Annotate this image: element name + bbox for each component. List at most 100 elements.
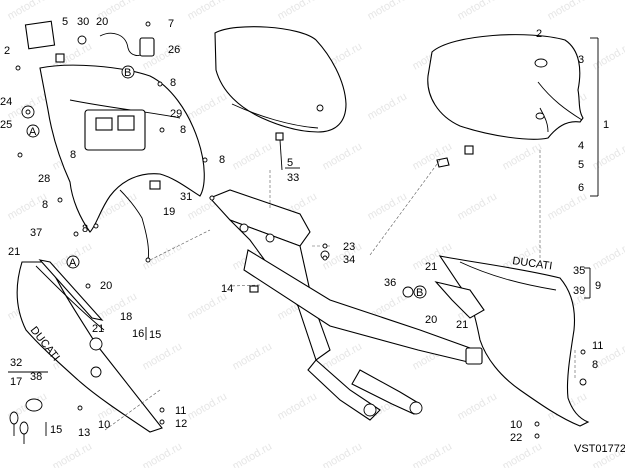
reference-code: VST01772 [574, 443, 625, 455]
callout-29: 29 [170, 108, 182, 120]
callout-1: 1 [603, 119, 609, 131]
tail-housing-assembly [21, 20, 205, 263]
callout-36: 36 [384, 277, 396, 289]
leader-lines [104, 150, 576, 431]
callout-numbers: 2 5 30 20 7 26 8 29 8 8 24 25 8 28 8 31 … [0, 16, 609, 444]
callout-25: 25 [0, 119, 12, 131]
callout-5c: 5 [578, 159, 584, 171]
watermark-text: motod.ru [321, 440, 365, 468]
marker-b-top: B [121, 65, 135, 79]
right-side-panel [434, 255, 590, 427]
watermark-text: motod.ru [456, 390, 500, 422]
callout-8f: 8 [82, 223, 88, 235]
watermark-text: motod.ru [366, 190, 410, 222]
watermark-text: motod.ru [411, 440, 455, 468]
callout-11a: 11 [175, 405, 186, 417]
callout-24: 24 [0, 96, 12, 108]
callout-21c: 21 [425, 261, 437, 273]
watermark-text: motod.ru [186, 90, 230, 122]
marker-a-bottom: A [66, 255, 80, 269]
callout-9: 9 [595, 280, 601, 292]
callout-6: 6 [578, 182, 584, 194]
watermark-text: motod.ru [231, 340, 275, 372]
watermark-text: motod.ru [321, 140, 365, 172]
watermark-text: motod.ru [141, 240, 185, 272]
callout-17: 17 [10, 376, 22, 388]
callout-19: 19 [163, 206, 175, 218]
callout-21b: 21 [92, 323, 104, 335]
callout-10a: 10 [98, 419, 110, 431]
callout-31: 31 [180, 191, 192, 203]
callout-18: 18 [120, 311, 132, 323]
watermark-text: motod.ru [186, 0, 230, 23]
watermark-text: motod.ru [591, 40, 625, 72]
callout-8b: 8 [180, 124, 186, 136]
callout-20b: 20 [100, 280, 112, 292]
marker-a-top-label: A [29, 126, 37, 138]
marker-b-right: B [413, 285, 427, 299]
ducati-decal-right: DUCATI [512, 255, 553, 272]
callout-10b: 10 [510, 419, 522, 431]
watermark-text: motod.ru [96, 290, 140, 322]
watermark-text: motod.ru [231, 440, 275, 468]
callout-8a: 8 [170, 77, 176, 89]
callout-20a: 20 [96, 16, 108, 28]
left-side-panel [16, 259, 163, 433]
rear-subframe [209, 189, 483, 421]
callout-33: 33 [287, 172, 299, 184]
fasteners [15, 21, 586, 439]
watermark-text: motod.ru [591, 140, 625, 172]
callout-7: 7 [168, 18, 174, 30]
callout-21d: 21 [456, 319, 468, 331]
passenger-seat-assembly [427, 34, 599, 197]
marker-a-top: A [26, 124, 40, 138]
watermark-text: motod.ru [141, 340, 185, 372]
watermark-text: motod.ru [456, 190, 500, 222]
lock-and-keys [9, 398, 43, 444]
watermark-text: motod.ru [591, 240, 625, 272]
callout-23: 23 [343, 241, 355, 253]
watermark-text: motod.ru [276, 0, 320, 23]
rider-seat [214, 26, 347, 171]
callout-brackets [8, 167, 591, 436]
watermark-text: motod.ru [456, 0, 500, 23]
watermark-text: motod.ru [51, 440, 95, 468]
callout-12: 12 [175, 418, 187, 430]
watermark-text: motod.ru [141, 440, 185, 468]
callout-8g: 8 [592, 359, 598, 371]
callout-30: 30 [77, 16, 89, 28]
watermark-text: motod.ru [6, 0, 50, 23]
callout-2a: 2 [4, 45, 10, 57]
callout-11b: 11 [592, 340, 603, 352]
watermark-text: motod.ru [276, 390, 320, 422]
callout-22: 22 [510, 432, 522, 444]
callout-20c: 20 [425, 314, 437, 326]
callout-5a: 5 [62, 16, 68, 28]
callout-35: 35 [573, 265, 585, 277]
callout-32: 32 [10, 357, 22, 369]
callout-16: 16 [132, 328, 144, 340]
callout-14: 14 [221, 283, 233, 295]
callout-8d: 8 [70, 149, 76, 161]
watermark-text: motod.ru [186, 390, 230, 422]
watermark-text: motod.ru [411, 140, 455, 172]
callout-4: 4 [578, 140, 584, 152]
marker-b-right-label: B [416, 287, 423, 299]
watermark-text: motod.ru [231, 140, 275, 172]
callout-13: 13 [78, 427, 90, 439]
callout-38: 38 [30, 371, 42, 383]
callout-8e: 8 [42, 199, 48, 211]
callout-21a: 21 [8, 246, 20, 258]
callout-15b: 15 [50, 424, 62, 436]
watermark-text: motod.ru [366, 0, 410, 23]
watermark-text: motod.ru [501, 440, 545, 468]
watermark-text: motod.ru [546, 0, 590, 23]
callout-34: 34 [343, 254, 355, 266]
marker-b-top-label: B [124, 67, 131, 79]
callout-2b: 2 [536, 28, 542, 40]
watermark-text: motod.ru [501, 140, 545, 172]
callout-3: 3 [578, 54, 584, 66]
callout-5b: 5 [287, 157, 293, 169]
